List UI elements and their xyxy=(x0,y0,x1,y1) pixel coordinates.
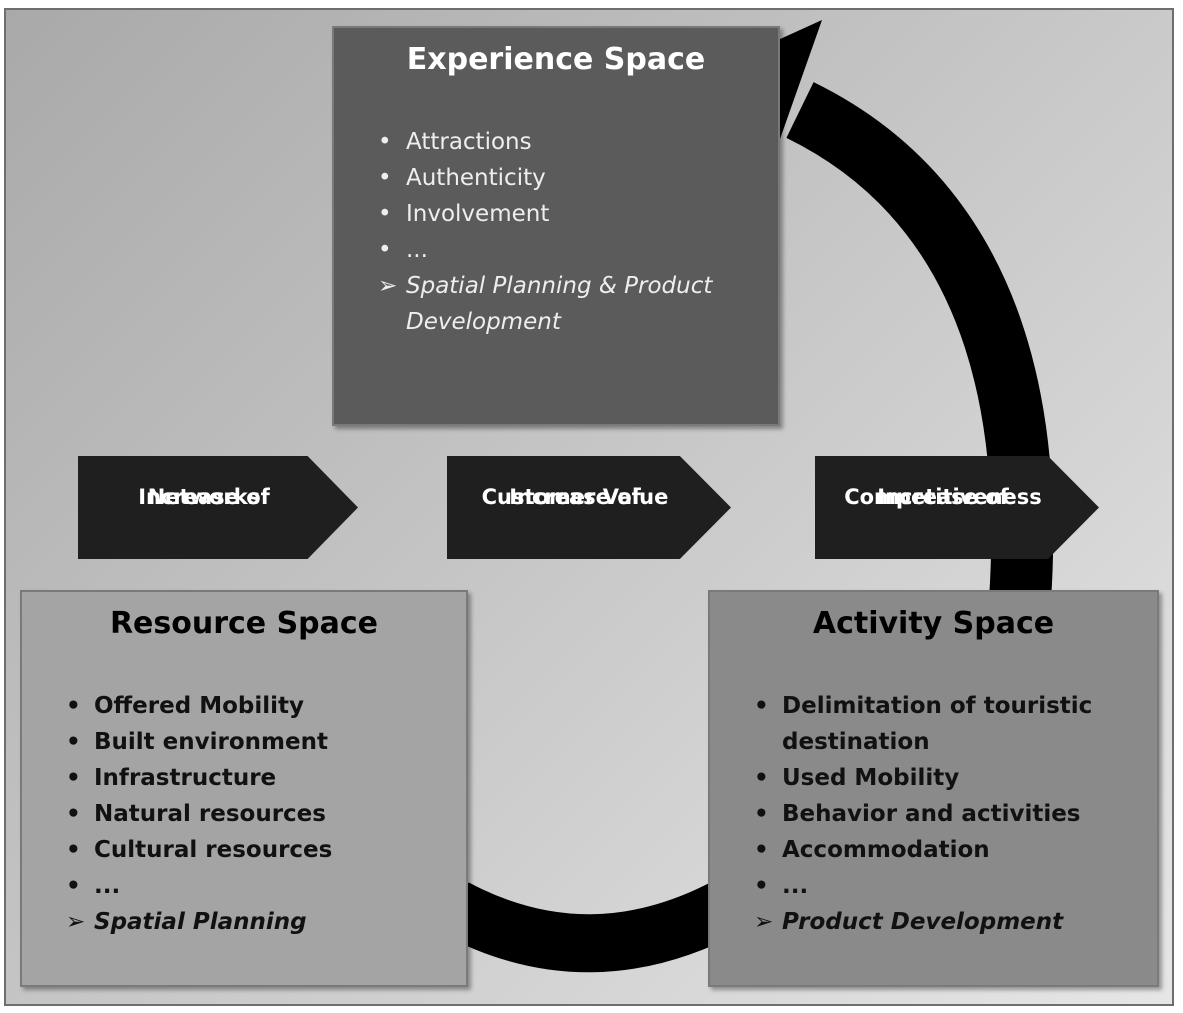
activity-space-conclusion: ➢Product Development xyxy=(750,904,1150,940)
resource-space-list: •Offered Mobility •Built environment •In… xyxy=(62,688,462,940)
bullet-icon: • xyxy=(378,201,392,227)
list-item: •Delimitation of touristic destination xyxy=(750,688,1150,760)
arrow-bullet-icon: ➢ xyxy=(754,909,774,935)
resource-space-conclusion: ➢Spatial Planning xyxy=(62,904,462,940)
bullet-icon: • xyxy=(66,873,81,899)
bullet-icon: • xyxy=(754,801,769,827)
bullet-icon: • xyxy=(66,729,81,755)
bullet-icon: • xyxy=(378,237,392,263)
experience-space-list: •Attractions •Authenticity •Involvement … xyxy=(374,124,774,340)
list-item: •... xyxy=(374,232,774,268)
bullet-icon: • xyxy=(66,801,81,827)
list-item: •... xyxy=(750,868,1150,904)
list-item: •Accommodation xyxy=(750,832,1150,868)
list-item: •Built environment xyxy=(62,724,462,760)
list-item: •... xyxy=(62,868,462,904)
bullet-icon: • xyxy=(66,765,81,791)
list-item: •Used Mobility xyxy=(750,760,1150,796)
experience-space-title: Experience Space xyxy=(406,42,706,77)
bullet-icon: • xyxy=(754,837,769,863)
arrow-bullet-icon: ➢ xyxy=(66,909,86,935)
list-item: •Natural resources xyxy=(62,796,462,832)
list-item: •Cultural resources xyxy=(62,832,462,868)
bullet-icon: • xyxy=(378,165,392,191)
bullet-icon: • xyxy=(378,129,392,155)
list-item: •Behavior and activities xyxy=(750,796,1150,832)
cycle-arc-bottom xyxy=(441,879,744,973)
list-item: •Offered Mobility xyxy=(62,688,462,724)
list-item: •Infrastructure xyxy=(62,760,462,796)
activity-space-box: Activity Space •Delimitation of touristi… xyxy=(708,590,1159,987)
experience-space-box: Experience Space •Attractions •Authentic… xyxy=(332,26,780,426)
arrow-bullet-icon: ➢ xyxy=(378,273,398,299)
resource-space-box: Resource Space •Offered Mobility •Built … xyxy=(20,590,468,987)
list-item: •Involvement xyxy=(374,196,774,232)
bullet-icon: • xyxy=(66,837,81,863)
bullet-icon: • xyxy=(66,693,81,719)
activity-space-list: •Delimitation of touristic destination •… xyxy=(750,688,1150,940)
list-item: •Authenticity xyxy=(374,160,774,196)
resource-space-title: Resource Space xyxy=(109,606,379,641)
list-item: •Attractions xyxy=(374,124,774,160)
activity-space-title: Activity Space xyxy=(812,606,1055,641)
bullet-icon: • xyxy=(754,693,769,719)
bullet-icon: • xyxy=(754,765,769,791)
bullet-icon: • xyxy=(754,873,769,899)
